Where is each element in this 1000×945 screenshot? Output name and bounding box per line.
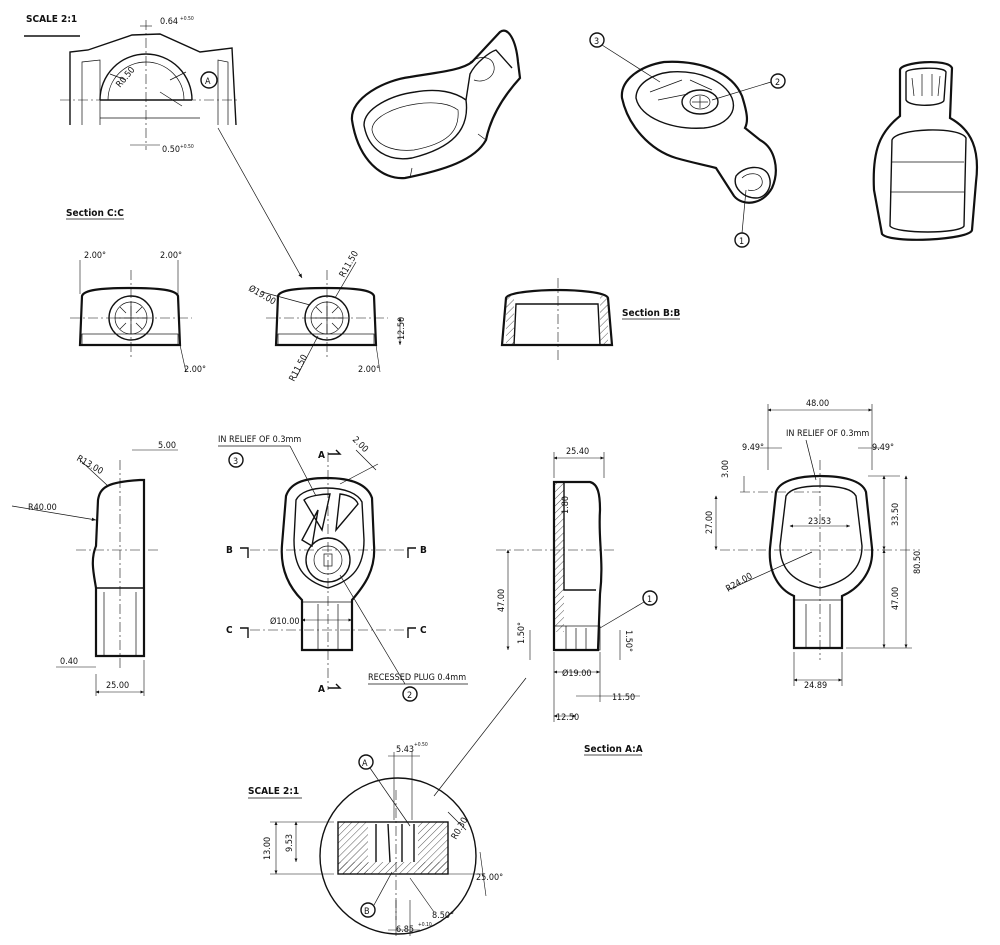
detail-b-balloon-bottom: B bbox=[364, 907, 370, 917]
scale-title-top-text: SCALE 2:1 bbox=[26, 14, 77, 25]
dim-bot-5.43-tol: +0.50 bbox=[414, 742, 428, 748]
isometric-view-2: 3 2 1 bbox=[589, 32, 786, 248]
dim-top-0.50: 0.50 bbox=[162, 145, 180, 155]
dim-top-0.64: 0.64 bbox=[160, 17, 178, 27]
dim-side-5.00: 5.00 bbox=[158, 441, 176, 451]
dim-right-80.50: 80.50 bbox=[913, 551, 923, 574]
dim-top-0.50-tol: +0.50 bbox=[180, 144, 194, 150]
dim-bot-13.00: 13.00 bbox=[263, 837, 273, 860]
section-cc-view: 2.00° 2.00° 2.00° bbox=[70, 251, 206, 375]
dim-right-23.53: 23.53 bbox=[808, 517, 831, 527]
detail-a-balloon-top: A bbox=[205, 77, 211, 87]
section-c-marker-right: C bbox=[420, 625, 427, 636]
right-view: 48.00 IN RELIEF OF 0.3mm 9.49° 9.49° 3.0… bbox=[705, 399, 923, 691]
dim-secA-1.50-left: 1.50° bbox=[517, 622, 527, 644]
dim-secA-47.00: 47.00 bbox=[497, 589, 507, 612]
dim-right-27.00: 27.00 bbox=[705, 511, 715, 534]
dim-mid-2.00-bottom: 2.00° bbox=[358, 365, 380, 375]
dim-mid-r11.50-top: R11.50 bbox=[338, 250, 361, 280]
dim-secA-25.40: 25.40 bbox=[566, 447, 589, 457]
isometric-view-1 bbox=[350, 29, 522, 180]
section-b-marker-left: B bbox=[226, 545, 233, 556]
detail-view-top: A 0.64 +0.50 R0.50 0.50 +0.50 bbox=[60, 16, 303, 279]
scale-title-top: SCALE 2:1 bbox=[24, 14, 80, 37]
note-recessed-plug: RECESSED PLUG 0.4mm bbox=[368, 673, 466, 683]
dim-bot-6.85-tol: +0.10 bbox=[418, 922, 432, 928]
dim-secA-1.50-right: 1.50° bbox=[623, 630, 633, 652]
dim-cc-2.00-right: 2.00° bbox=[160, 251, 182, 261]
dim-front-d10.00: Ø10.00 bbox=[270, 616, 300, 627]
dim-front-2.00: 2.00 bbox=[350, 435, 370, 455]
dim-bot-6.85: 6.85 bbox=[396, 925, 414, 935]
dim-secA-1.80: 1.80 bbox=[561, 496, 571, 514]
dim-right-47.00: 47.00 bbox=[891, 587, 901, 610]
iso-balloon-1: 1 bbox=[739, 237, 744, 247]
iso-balloon-3: 3 bbox=[594, 37, 599, 47]
section-bb-title: Section B:B bbox=[622, 308, 680, 319]
dim-top-r0.50: R0.50 bbox=[115, 65, 138, 90]
dim-right-24.89: 24.89 bbox=[804, 681, 827, 691]
dim-secA-11.50: 11.50 bbox=[612, 693, 635, 703]
dim-bot-25.00: 25.00° bbox=[476, 873, 503, 883]
dim-secA-12.50: 12.50 bbox=[556, 713, 579, 723]
section-middle-view: Ø19.00 R11.50 R11.50 12.50 2.00° bbox=[247, 250, 408, 384]
section-aa-view: 25.40 1.80 47.00 1.50° 1.50° 1 Ø19.00 11… bbox=[433, 447, 658, 797]
dim-right-48.00: 48.00 bbox=[806, 399, 829, 409]
dim-side-r40.00: R40.00 bbox=[28, 503, 57, 513]
isometric-view-3 bbox=[872, 60, 978, 241]
dim-side-0.40: 0.40 bbox=[60, 657, 78, 667]
detail-a-balloon-bottom: A bbox=[362, 759, 368, 769]
dim-bot-5.43: 5.43 bbox=[396, 745, 414, 755]
dim-right-r24.00: R24.00 bbox=[725, 572, 755, 595]
note-relief-front: IN RELIEF OF 0.3mm bbox=[218, 435, 301, 445]
dim-right-9.49-right: 9.49° bbox=[872, 443, 894, 453]
front-balloon-3: 3 bbox=[233, 457, 238, 467]
dim-right-9.49-left: 9.49° bbox=[742, 443, 764, 453]
front-balloon-2: 2 bbox=[407, 691, 412, 701]
section-a-marker-bottom: A bbox=[318, 684, 325, 695]
section-b-marker-right: B bbox=[420, 545, 427, 556]
dim-bot-r0.30: R0.30 bbox=[450, 816, 470, 841]
iso-balloon-2: 2 bbox=[775, 78, 780, 88]
dim-top-0.64-tol: +0.50 bbox=[180, 16, 194, 22]
dim-mid-r11.50-bottom: R11.50 bbox=[288, 353, 310, 383]
note-relief-right: IN RELIEF OF 0.3mm bbox=[786, 429, 869, 439]
dim-secA-d19.00: Ø19.00 bbox=[562, 668, 592, 679]
scale-title-bottom: SCALE 2:1 bbox=[248, 786, 299, 797]
dim-right-3.00: 3.00 bbox=[721, 460, 731, 478]
front-view: B B C C A A IN RELIEF OF 0.3mm 3 2.00 Ø1… bbox=[218, 435, 468, 702]
side-view: 5.00 R13.00 R40.00 0.40 25.00 bbox=[11, 441, 178, 696]
section-balloon-1: 1 bbox=[647, 595, 652, 605]
section-aa-title: Section A:A bbox=[584, 744, 643, 755]
section-bb-view: Section B:B bbox=[500, 278, 680, 360]
dim-bot-9.53: 9.53 bbox=[285, 834, 295, 852]
dim-bot-8.50: 8.50° bbox=[432, 911, 454, 921]
section-cc-title: Section C:C bbox=[66, 208, 124, 219]
dim-mid-12.50: 12.50 bbox=[397, 317, 407, 340]
dim-mid-d19.00: Ø19.00 bbox=[247, 283, 278, 307]
section-c-marker-left: C bbox=[226, 625, 233, 636]
dim-right-33.50: 33.50 bbox=[891, 503, 901, 526]
dim-side-25.00: 25.00 bbox=[106, 681, 129, 691]
detail-view-bottom: SCALE 2:1 5.43 +0.50 A R0.30 13.00 9.53 … bbox=[248, 742, 503, 936]
dim-cc-2.00-bottom: 2.00° bbox=[184, 365, 206, 375]
dim-cc-2.00-left: 2.00° bbox=[84, 251, 106, 261]
section-a-marker-top: A bbox=[318, 450, 325, 461]
dim-side-r13.00: R13.00 bbox=[75, 454, 105, 477]
